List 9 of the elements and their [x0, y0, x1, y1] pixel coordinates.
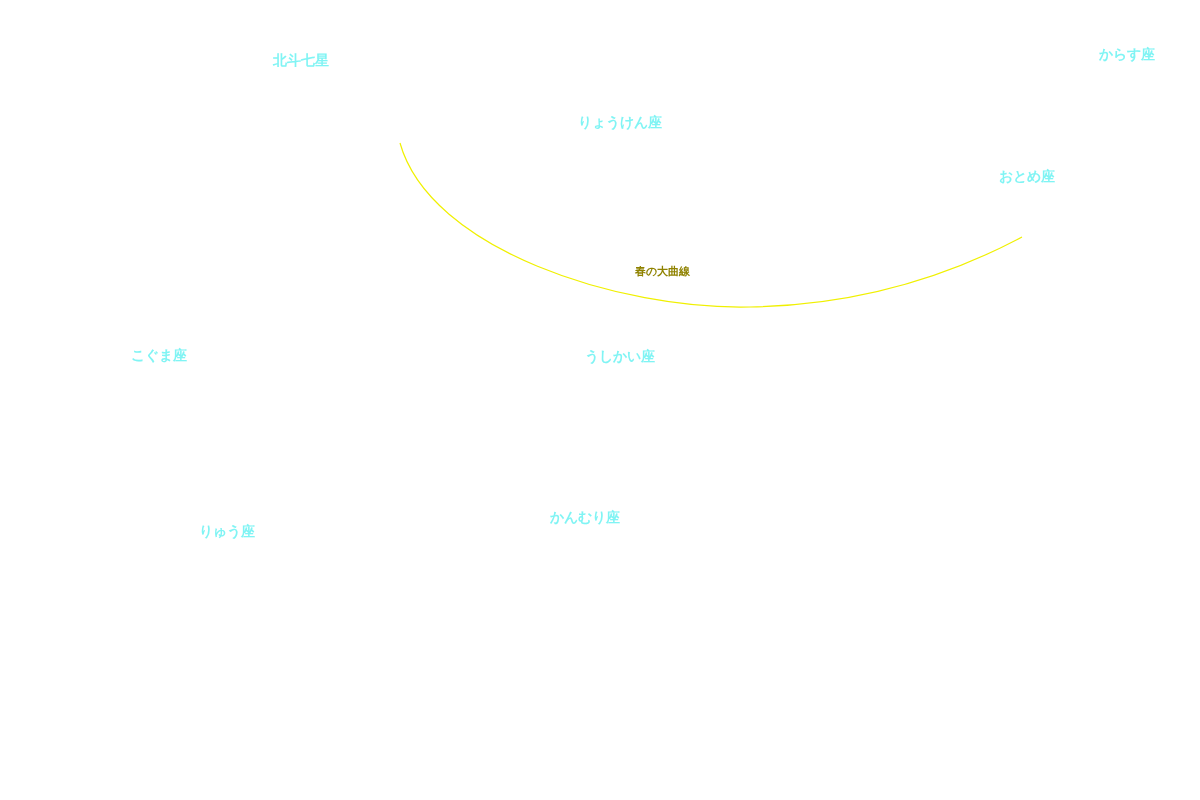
- constellation-label: かんむり座: [550, 508, 620, 526]
- constellation-label: りょうけん座: [578, 113, 662, 131]
- constellation-label: うしかい座: [585, 347, 655, 365]
- constellation-label: りゅう座: [199, 522, 255, 540]
- constellation-label: 北斗七星: [273, 51, 329, 69]
- constellation-label: からす座: [1099, 45, 1155, 63]
- curve-label: 春の大曲線: [635, 265, 690, 279]
- constellation-label: おとめ座: [999, 167, 1055, 185]
- constellation-label: こぐま座: [131, 346, 187, 364]
